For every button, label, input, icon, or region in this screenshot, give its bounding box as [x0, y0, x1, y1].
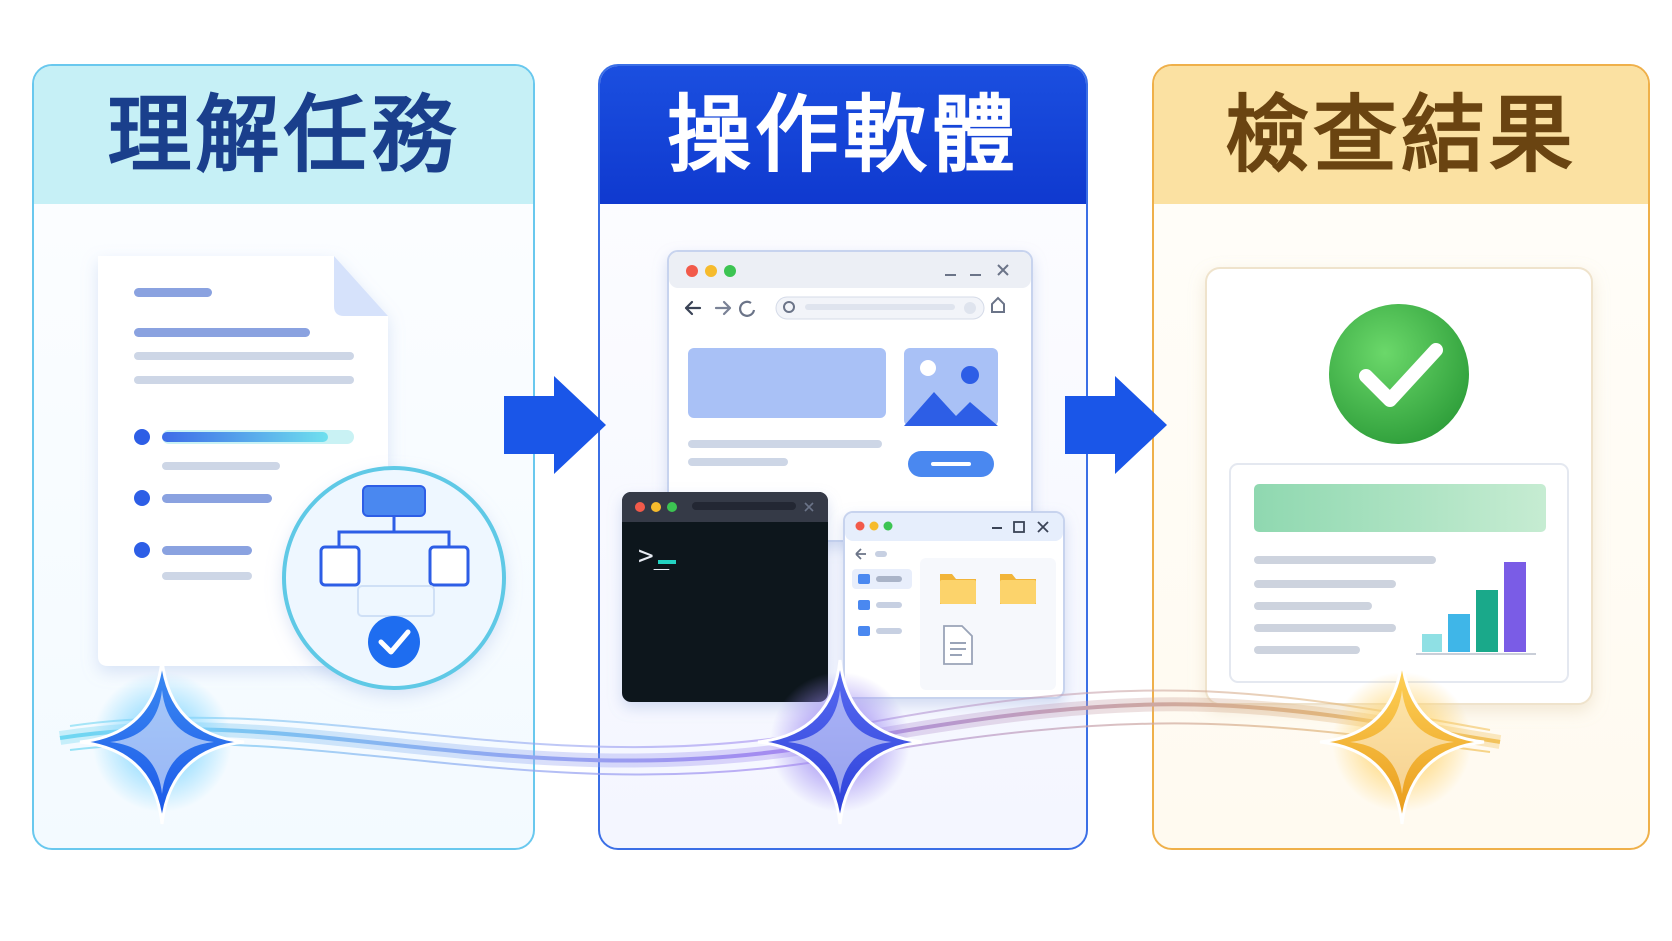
software-windows-icon: >_ — [622, 250, 1065, 702]
terminal-prompt: >_ — [638, 541, 670, 571]
step-title: 理解任務 — [107, 86, 460, 184]
step-header: 檢查結果 — [1154, 66, 1648, 204]
step-title: 檢查結果 — [1224, 86, 1577, 184]
step-header: 理解任務 — [34, 66, 533, 204]
step-panel-understand-task: 理解任務 — [32, 64, 535, 850]
step-panel-operate-software: 操作軟體 — [598, 64, 1088, 850]
task-document-icon — [98, 256, 506, 690]
step-title: 操作軟體 — [666, 86, 1019, 184]
step-header: 操作軟體 — [600, 66, 1086, 204]
result-check-icon — [1205, 267, 1593, 705]
step-panel-check-result: 檢查結果 — [1152, 64, 1650, 850]
arrow-right-icon — [1065, 376, 1167, 474]
arrow-right-icon — [504, 376, 606, 474]
